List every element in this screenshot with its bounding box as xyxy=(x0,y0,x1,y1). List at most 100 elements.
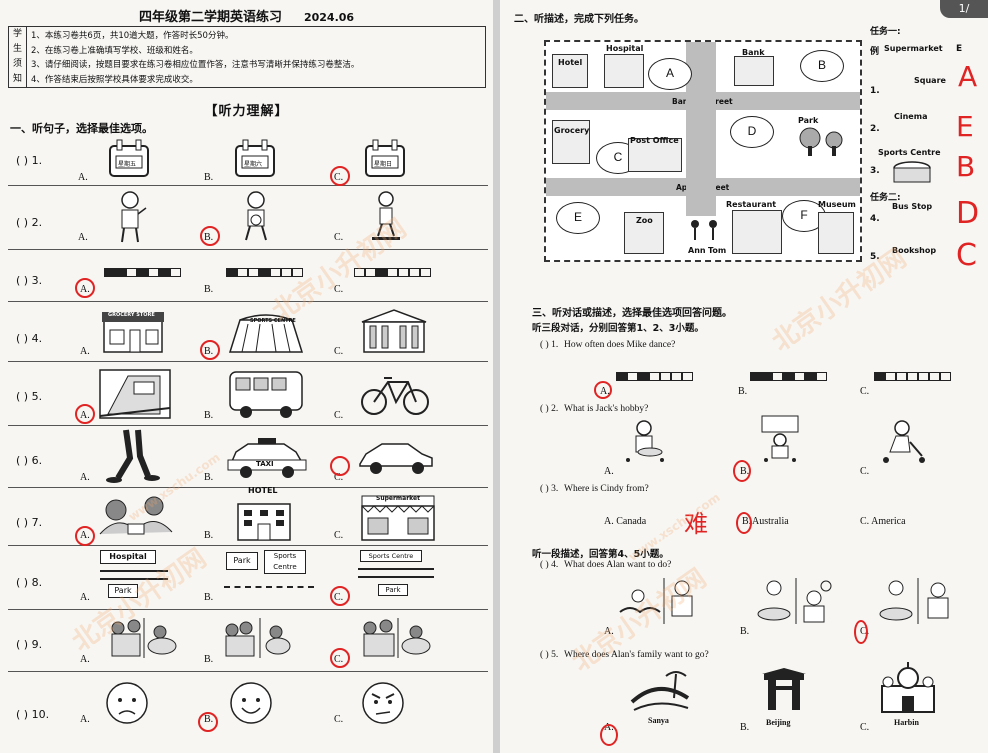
answer-circle xyxy=(330,586,350,606)
car-icon xyxy=(359,443,433,474)
bicycle-icon xyxy=(361,377,429,415)
eat-and-paint-icon xyxy=(879,578,949,624)
option-harbin: Harbin xyxy=(894,718,919,727)
notice-label: 学 生 须 知 xyxy=(9,27,27,87)
question-row-9: ( ) 9. A. B. C. xyxy=(8,610,488,672)
question-row-10: ( ) 10. A. B. C. xyxy=(8,672,488,750)
people-icon xyxy=(691,220,717,240)
hotel-label: HOTEL xyxy=(248,486,278,495)
frequency-bar xyxy=(874,372,951,381)
question-row-2: ( ) 2. A. B. C. xyxy=(8,186,488,250)
zoo-gate xyxy=(624,212,664,254)
eat-and-sun-icon xyxy=(757,578,832,624)
taxi-icon xyxy=(227,438,307,478)
task-answer-3: B xyxy=(956,150,976,183)
street-map: Banana Street Apple Street Hotel Hospita… xyxy=(544,40,862,262)
restaurant-building xyxy=(732,210,782,254)
sign-sports-centre: Sports Centre xyxy=(360,550,422,562)
calendar-icon xyxy=(365,139,405,177)
frequency-bar xyxy=(750,372,827,381)
post-office-building xyxy=(628,138,682,172)
walking-legs-icon xyxy=(106,429,160,483)
sanya-beach-icon xyxy=(630,671,690,711)
answer-circle xyxy=(733,460,751,482)
museum-building xyxy=(818,212,854,254)
family-activity-icon xyxy=(111,618,177,658)
task-answer-2: E xyxy=(956,110,974,143)
road-lines xyxy=(224,586,314,594)
supermarket-label: Supermarket xyxy=(376,495,420,502)
question-text: Where does Alan's family want to go? xyxy=(564,650,709,660)
road-lines xyxy=(358,568,434,578)
museum-building-icon xyxy=(361,309,427,353)
example-answer: E xyxy=(956,44,963,54)
task-answer-5: C xyxy=(956,238,977,273)
place-oval-a: A xyxy=(648,58,692,90)
girl-skateboard-icon xyxy=(372,191,400,240)
notice-lines: 1、本练习卷共6页，共10道大题，作答时长50分钟。 2、在练习卷上准确填写学校… xyxy=(31,31,360,85)
section3-sub1: 听三段对话，分别回答第1、2、3小题。 xyxy=(532,323,704,334)
boy-football-icon xyxy=(245,191,267,241)
sad-face-icon xyxy=(106,682,148,724)
option-sanya: Sanya xyxy=(648,716,669,725)
difficulty-mark: 难 xyxy=(684,510,708,538)
boy-cooking-icon xyxy=(626,420,664,462)
page-indicator: 1/ xyxy=(940,0,988,18)
question-row-4: ( ) 4. GROCERY STORE SPORTS CENTRE A. B.… xyxy=(8,302,488,362)
task1-label: 任务一: xyxy=(870,27,901,37)
example-label: 例 xyxy=(870,47,880,57)
question-text: Where is Cindy from? xyxy=(564,484,649,494)
task-answer-4: D xyxy=(956,196,980,231)
question-row-8: ( ) 8. Hospital Park Park Sports Centre … xyxy=(8,546,488,610)
question-row-5: ( ) 5. A. B. C. xyxy=(8,362,488,426)
train-icon xyxy=(99,369,171,419)
boy-painting-icon xyxy=(761,415,799,462)
answer-circle xyxy=(200,340,220,360)
option-beijing: Beijing xyxy=(766,718,791,727)
notice-box: 学 生 须 知 1、本练习卷共6页，共10道大题，作答时长50分钟。 2、在练习… xyxy=(8,26,486,88)
supermarket-icon xyxy=(361,495,435,541)
calendar-icon xyxy=(235,139,275,177)
answer-circle xyxy=(75,278,95,298)
taxi-label: TAXI xyxy=(256,460,274,468)
task-place-bookshop: Bookshop xyxy=(892,246,937,255)
task-place-square: Square xyxy=(914,76,946,85)
question-row-1: ( ) 1. 星期五 星期六 星期日 A. B. C. xyxy=(8,134,488,186)
answer-circle xyxy=(330,456,350,476)
answer-circle xyxy=(200,226,220,246)
hospital-building xyxy=(604,54,644,88)
answer-circle xyxy=(330,166,350,186)
answer-circle xyxy=(600,724,618,746)
section3-sub2: 听一段描述，回答第4、5小题。 xyxy=(532,549,669,560)
stadium-icon xyxy=(893,161,931,183)
boy-violin-icon xyxy=(121,191,147,243)
frequency-bar xyxy=(354,268,431,277)
sign-park: Park xyxy=(226,552,258,570)
question-row-6: ( ) 6. TAXI A. B. C. xyxy=(8,426,488,488)
task-place-cinema: Cinema xyxy=(894,112,928,121)
family-activity-icon xyxy=(225,618,291,658)
question-row-7: ( ) 7. HOTEL Supermarket A. B. C. xyxy=(8,486,488,546)
park-tree-icon xyxy=(799,127,843,156)
calendar-label-a: 星期五 xyxy=(118,161,137,168)
task-place-bus-stop: Bus Stop xyxy=(892,202,933,211)
calendar-label-c: 星期日 xyxy=(374,161,393,168)
calendar-label-b: 星期六 xyxy=(244,161,263,168)
person-ann: Ann xyxy=(688,246,706,255)
section1-title: 一、听句子，选择最佳选项。 xyxy=(10,122,153,135)
question-text: What is Jack's hobby? xyxy=(564,404,649,414)
person-tom: Tom xyxy=(708,246,727,255)
page-divider xyxy=(493,0,500,753)
task2-label: 任务二: xyxy=(870,193,901,203)
section3-title: 三、听对话或描述，选择最佳选项回答问题。 xyxy=(532,308,732,319)
answer-circle xyxy=(854,620,868,644)
question-text: What does Alan want to do? xyxy=(564,560,672,570)
happy-face-icon xyxy=(230,682,272,724)
answer-circle xyxy=(75,404,95,424)
bus-icon xyxy=(229,371,303,418)
beijing-gate-icon xyxy=(762,668,806,710)
calendar-icon xyxy=(109,139,149,177)
answer-circle xyxy=(594,381,612,399)
